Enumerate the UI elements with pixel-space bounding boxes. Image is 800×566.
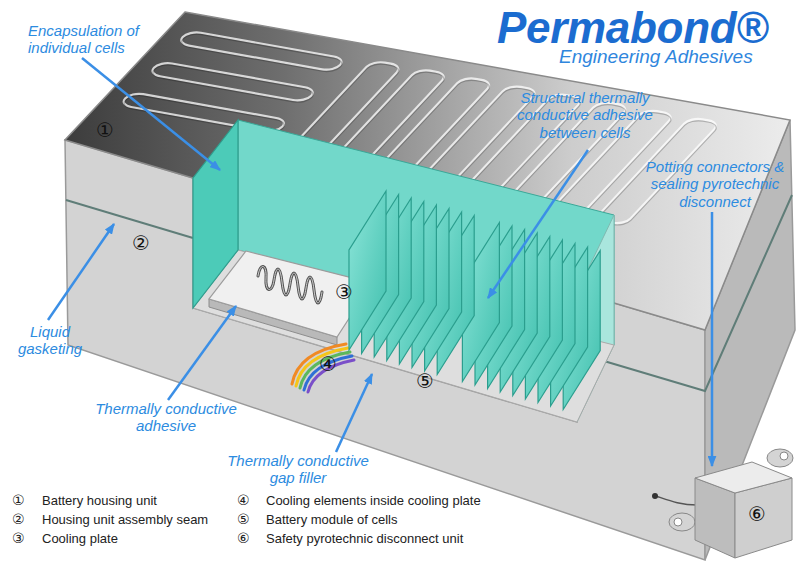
callout-number: ② (132, 233, 150, 253)
key-text: Battery module of cells (266, 513, 398, 527)
key-number: ② (12, 512, 25, 526)
callout-text: Liquid gasketing (10, 323, 90, 358)
leader-arrow (711, 212, 714, 466)
key-number: ⑥ (237, 531, 250, 545)
callout-text: Encapsulation of individual cells (28, 22, 158, 57)
callout-number: ④ (319, 354, 337, 374)
cell-plate (349, 191, 386, 350)
callout-text: Thermally conductive adhesive (86, 400, 246, 435)
callout-number: ① (96, 120, 114, 140)
key-text: Cooling elements inside cooling plate (266, 494, 481, 508)
callout-text: Thermally conductive gap filler (218, 452, 378, 487)
key-number: ④ (237, 493, 250, 507)
callout-number: ⑥ (748, 504, 766, 524)
assembly-seam (66, 195, 792, 391)
leader-arrow (488, 150, 588, 298)
cooling-serpentine (258, 266, 322, 303)
leader-arrow (82, 58, 220, 170)
cooling-plate (209, 251, 372, 337)
brand-logo: Permabond® (497, 6, 768, 50)
key-text: Safety pyrotechnic disconnect unit (266, 532, 463, 546)
callout-text: Potting connectors & sealing pyrotechnic… (635, 158, 795, 210)
wire-entry (652, 493, 658, 499)
key-number: ⑤ (237, 512, 250, 526)
pyrotechnic-disconnect (652, 449, 793, 558)
tab-hole (780, 452, 788, 460)
callout-number: ③ (335, 282, 353, 302)
leader-arrow (336, 374, 372, 452)
key-number: ① (12, 493, 25, 507)
key-text: Housing unit assembly seam (42, 513, 208, 527)
callout-number: ⑤ (416, 371, 434, 391)
seam-line (66, 200, 193, 238)
brand-tagline: Engineering Adhesives (559, 47, 753, 66)
key-number: ③ (12, 531, 25, 545)
callout-text: Structural thermally conductive adhesive… (505, 89, 665, 141)
channel-loop (177, 31, 346, 72)
cooling-elements (292, 344, 354, 392)
mounting-tab (767, 449, 793, 467)
mounting-tab (669, 513, 695, 531)
leader-arrow (168, 306, 236, 400)
channel-shadow (148, 63, 317, 104)
channel-shadow (177, 32, 346, 73)
disconnect-top (695, 462, 792, 493)
cooling-serpentine-highlight (258, 266, 322, 303)
tab-hole (674, 518, 682, 526)
disconnect-wire (656, 496, 697, 505)
key-text: Battery housing unit (42, 494, 157, 508)
leader-arrow (48, 224, 114, 320)
channel-loop (148, 61, 317, 102)
key-text: Cooling plate (42, 532, 118, 546)
battery-cells (349, 191, 600, 410)
callout-arrows (48, 58, 712, 466)
